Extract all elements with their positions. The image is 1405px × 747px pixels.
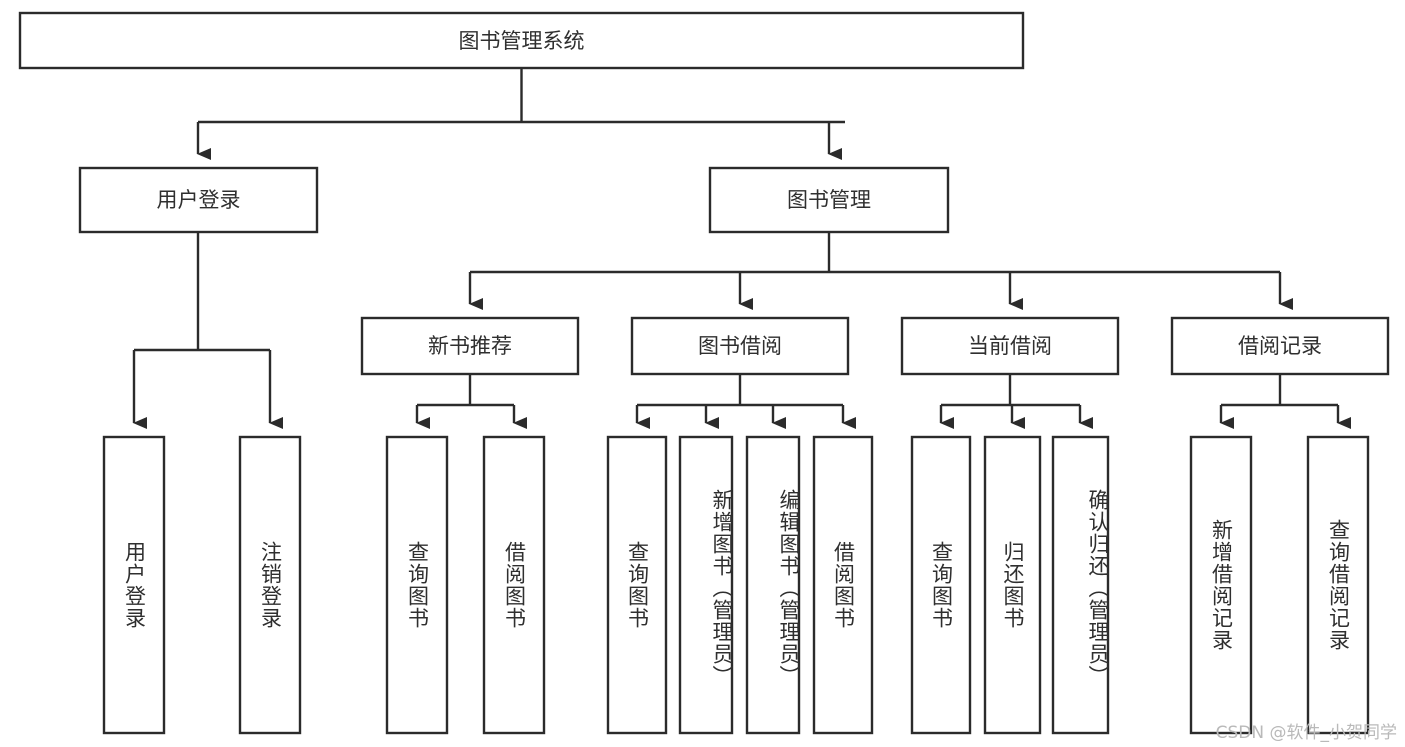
connector-borrowrecord-to-leaves	[1219, 374, 1351, 429]
leaf-box-logout[interactable]	[238, 435, 302, 735]
leaf-box-edit-book[interactable]	[745, 435, 801, 735]
node-user-login-box[interactable]	[78, 166, 319, 234]
node-book-borrow[interactable]: 图书借阅	[630, 316, 850, 376]
leaf-box-add-record[interactable]	[1189, 435, 1253, 735]
node-current-borrow-label: 当前借阅	[968, 334, 1052, 358]
leaf-box-query-book-1[interactable]	[385, 435, 449, 735]
node-current-borrow[interactable]: 当前借阅	[900, 316, 1120, 376]
node-new-book-rec[interactable]: 新书推荐	[360, 316, 580, 376]
connector-newbookrec-to-leaves	[415, 374, 527, 429]
node-user-login-label: 用户登录	[157, 188, 241, 212]
node-new-book-rec-label: 新书推荐	[428, 334, 512, 358]
leaf-box-query-book-2[interactable]	[606, 435, 668, 735]
leaf-box-user-login[interactable]	[102, 435, 166, 735]
node-book-borrow-box[interactable]	[630, 316, 850, 376]
node-root-box[interactable]	[18, 11, 1025, 70]
leaf-box-query-record[interactable]	[1306, 435, 1370, 735]
connector-bookmanage-to-level3	[468, 232, 1293, 310]
node-root[interactable]: 图书管理系统	[18, 11, 1025, 70]
leaf-box-return-book[interactable]	[983, 435, 1042, 735]
leaf-box-borrow-book-1[interactable]	[482, 435, 546, 735]
connector-userlogin-to-leaves	[132, 232, 283, 429]
leaf-box-borrow-book-2[interactable]	[812, 435, 874, 735]
node-borrow-record-label: 借阅记录	[1238, 334, 1322, 358]
csdn-watermark: CSDN @软件_小贺同学	[1215, 723, 1397, 743]
leaf-box-add-book[interactable]	[678, 435, 734, 735]
node-book-borrow-label: 图书借阅	[698, 334, 782, 358]
node-borrow-record[interactable]: 借阅记录	[1170, 316, 1390, 376]
node-user-login[interactable]: 用户登录	[78, 166, 319, 234]
connector-bookborrow-to-leaves	[635, 374, 856, 429]
node-current-borrow-box[interactable]	[900, 316, 1120, 376]
leaf-box-query-book-3[interactable]	[910, 435, 972, 735]
node-book-manage-box[interactable]	[708, 166, 950, 234]
leaf-box-confirm-return[interactable]	[1051, 435, 1110, 735]
node-book-manage-label: 图书管理	[787, 188, 871, 212]
node-borrow-record-box[interactable]	[1170, 316, 1390, 376]
node-root-label: 图书管理系统	[459, 29, 585, 53]
node-book-manage[interactable]: 图书管理	[708, 166, 950, 234]
node-new-book-rec-box[interactable]	[360, 316, 580, 376]
connector-currentborrow-to-leaves	[939, 374, 1093, 429]
connector-root-to-level2	[196, 68, 845, 160]
leaf-boxes	[102, 435, 1370, 735]
